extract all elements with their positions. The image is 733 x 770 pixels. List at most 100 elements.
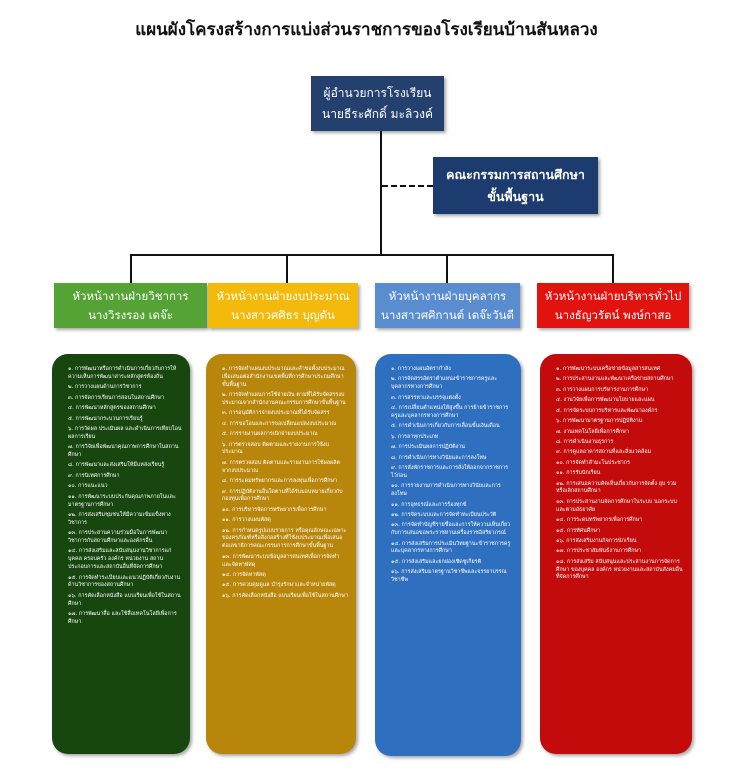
- task-item: ๑๐. การรายงานการดำเนินการทางวินัยและการล…: [391, 483, 501, 498]
- task-item: ๑๐. การบริหารจัดการทรัพยากรเพื่อการศึกษา: [222, 506, 327, 513]
- connector-academic-down: [130, 254, 132, 283]
- task-item: ๘. การระดมทรัพยากรและการลงทุนเพื่อการศึก…: [222, 478, 338, 485]
- task-item: ๑๔. การส่งเสริมและสนับสนุนงานวิชาการแก่บ…: [68, 548, 172, 571]
- task-item: ๑๖. การคัดเลือกหนังสือ แบบเรียนเพื่อใช้ใ…: [222, 592, 348, 599]
- connector-personnel-down: [446, 254, 448, 283]
- committee-line2: ขั้นพื้นฐาน: [487, 188, 544, 204]
- task-item: ๓. การอนุมัติการจ่ายงบประมาณที่ได้รับจัด…: [222, 410, 330, 417]
- task-item: ๖. การลาทุกประเภท: [391, 433, 439, 440]
- task-item: ๖. การตรวจสอบ ติดตามและรายงานการใช้งบประ…: [222, 441, 329, 456]
- chart-title: แผนผังโครงสร้างการแบ่งส่วนราชการของโรงเร…: [135, 20, 598, 40]
- task-item: ๑๓. การประสานงานจัดการศึกษาในระบบ นอกระบ…: [556, 498, 677, 513]
- task-item: ๑๑. การพัฒนาระบบประกันคุณภาพภายในและมาตร…: [68, 493, 176, 508]
- connector-committee-dashed: [382, 185, 433, 187]
- task-item: ๑๖. การส่งเสริมงานกิจการนักเรียน: [556, 537, 637, 544]
- task-item: ๓. การสรรหาและบรรจุแต่งตั้ง: [391, 394, 461, 401]
- personnel-task-list: ๑. การวางแผนอัตรากำลัง๒. การจัดสรรอัตราต…: [375, 354, 521, 756]
- task-item: ๘. การพัฒนาและส่งเสริมให้มีแหล่งเรียนรู้: [68, 462, 165, 469]
- connector-general-down: [612, 254, 614, 283]
- personnel-task-items: ๑. การวางแผนอัตรากำลัง๒. การจัดสรรอัตราต…: [391, 366, 513, 588]
- task-item: ๘. การดำเนินการทางวินัยและการลงโทษ: [391, 454, 487, 461]
- task-item: ๓. การวางแผนการบริหารงานการศึกษา: [556, 386, 649, 393]
- task-item: ๔. การพัฒนาหลักสูตรของสถานศึกษา: [68, 405, 156, 412]
- general-task-list: ๑. การพัฒนาระบบเครือข่ายข้อมูลสารสนเทศ๒.…: [540, 354, 692, 754]
- task-item: ๗. การวิจัยเพื่อพัฒนาคุณภาพการศึกษาในสถา…: [68, 444, 179, 459]
- task-item: ๗. การประเมินผลการปฏิบัติงาน: [391, 444, 465, 451]
- task-item: ๑๗. การประชาสัมพันธ์งานการศึกษา: [556, 548, 642, 555]
- task-item: ๗. งานเทคโนโลยีเพื่อการศึกษา: [556, 428, 629, 435]
- budget-task-items: ๑. การจัดทำแผนงบประมาณและคำขอตั้งงบประมา…: [222, 366, 348, 603]
- task-item: ๑. การพัฒนาระบบเครือข่ายข้อมูลสารสนเทศ: [556, 366, 661, 372]
- academic-head-title: หัวหน้างานฝ่ายวิชาการ: [72, 289, 189, 304]
- task-item: ๑๕. การทัศนศึกษา: [556, 527, 601, 534]
- task-item: ๑๗. การพัฒนาสื่อ และใช้สื่อเทคโนโลยีเพื่…: [68, 611, 177, 625]
- task-item: ๒. การประสานงานและพัฒนาเครือข่ายสถานศึกษ…: [556, 376, 674, 383]
- task-item: ๗. การตรวจสอบ ติดตามและรายงานการใช้ผลผลิ…: [222, 459, 340, 474]
- task-item: ๕. การดำเนินการเกี่ยวกับการเลื่อนขั้นเงิ…: [391, 423, 500, 430]
- task-item: ๙. การปฏิบัติงานอื่นใดตามที่ได้รับมอบหมา…: [222, 488, 343, 503]
- task-item: ๑๖. การคัดเลือกหนังสือ แบบเรียนเพื่อใช้ใ…: [68, 592, 181, 607]
- connector-director-down: [380, 131, 382, 255]
- task-item: ๑๓. การประสานความร่วมมือในการพัฒนาวิชากา…: [68, 530, 168, 545]
- task-item: ๑๔. การระดมทรัพยากรเพื่อการศึกษา: [556, 517, 643, 524]
- task-item: ๓. การจัดการเรียนการสอนในสถานศึกษา: [68, 394, 164, 401]
- personnel-head-name: นางสาวศศิกานต์ เดจ๊ะวันดี: [381, 307, 514, 322]
- academic-task-list: ๑. การพัฒนาหรือการดำเนินการเกี่ยวกับการใ…: [52, 354, 190, 754]
- task-item: ๑๐. การแนะแนว: [68, 483, 108, 490]
- task-item: ๑๑. การอุทธรณ์และการร้องทุกข์: [391, 501, 467, 508]
- task-item: ๙. การดูแลอาคารสถานที่และสิ่งแวดล้อม: [556, 449, 652, 456]
- task-item: ๒. การจัดสรรอัตราตำแหน่งข้าราชการครูและบ…: [391, 376, 498, 391]
- task-item: ๙. การนิเทศการศึกษา: [68, 472, 120, 479]
- academic-head-name: นางวิรงรอง เดจ๊ะ: [88, 307, 173, 322]
- committee-box: คณะกรรมการสถานศึกษา ขั้นพื้นฐาน: [433, 157, 598, 214]
- personnel-head-title: หัวหน้างานฝ่ายบุคลากร: [388, 289, 507, 304]
- task-item: ๕. การรายงานผลการเบิกจ่ายงบประมาณ: [222, 431, 318, 438]
- task-item: ๑๒. การเสนอความคิดเห็นเกี่ยวกับการจัดตั้…: [556, 480, 677, 495]
- task-item: ๑. การพัฒนาหรือการดำเนินการเกี่ยวกับการใ…: [68, 366, 177, 380]
- task-item: ๑๐. การจัดทำสำมะโนประชากร: [556, 459, 630, 466]
- budget-head-name: นางสาวศศิธร บุญตัน: [231, 307, 335, 322]
- task-item: ๒. การจัดทำแผนการใช้จ่ายเงิน ตามที่ได้รั…: [222, 392, 346, 406]
- director-box: ผู้อำนวยการโรงเรียน นายธีระศักดิ์ มะลิวง…: [311, 76, 444, 131]
- task-item: ๕. การจัดระบบการบริหารและพัฒนาองค์กร: [556, 407, 658, 414]
- task-item: ๒. การวางแผนด้านการวิชาการ: [68, 384, 142, 391]
- personnel-head-box: หัวหน้างานฝ่ายบุคลากร นางสาวศศิกานต์ เดจ…: [375, 283, 520, 328]
- budget-head-title: หัวหน้างานฝ่ายงบประมาณ: [216, 289, 350, 304]
- task-item: ๑๒. การส่งเสริมชุมชนให้มีความเข้มแข็งทาง…: [68, 511, 171, 526]
- task-item: ๕. การพัฒนากระบวนการเรียนรู้: [68, 415, 143, 422]
- task-item: ๑๓. การพัฒนาระบบข้อมูลสารสนเทศเพื่อการจั…: [222, 553, 340, 568]
- general-head-name: นางธัญวรัตน์ พงษ์กาสอ: [554, 307, 672, 322]
- task-item: ๑๖. การส่งเสริมมาตรฐานวิชาชีพและจรรยาบรร…: [391, 569, 507, 584]
- task-item: ๙. การสั่งพักราชการและการสั่งให้ออกจากรา…: [391, 465, 508, 479]
- director-name: นายธีระศักดิ์ มะลิวงค์: [321, 106, 433, 121]
- task-item: ๑๔. การส่งเสริมการประเมินวิทยฐานะข้าราชก…: [391, 540, 511, 555]
- budget-head-box: หัวหน้างานฝ่ายงบประมาณ นางสาวศศิธร บุญตั…: [208, 283, 358, 328]
- academic-head-box: หัวหน้างานฝ่ายวิชาการ นางวิรงรอง เดจ๊ะ: [54, 283, 207, 328]
- task-item: ๑๔. การจัดหาพัสดุ: [222, 571, 266, 578]
- task-item: ๖. การวัดผล ประเมินผล และดำเนินการเทียบโ…: [68, 425, 182, 440]
- budget-task-list: ๑. การจัดทำแผนงบประมาณและคำขอตั้งงบประมา…: [206, 354, 356, 754]
- academic-task-items: ๑. การพัฒนาหรือการดำเนินการเกี่ยวกับการใ…: [68, 366, 182, 629]
- task-item: ๔. งานวิจัยเพื่อการพัฒนานโยบายและแผน: [556, 397, 655, 404]
- task-item: ๑๕. การส่งเสริมและยกย่องเชิดชูเกียรติ: [391, 558, 482, 565]
- general-task-items: ๑. การพัฒนาระบบเครือข่ายข้อมูลสารสนเทศ๒.…: [556, 366, 684, 585]
- task-item: ๔. การขอโอนและการขอเปลี่ยนแปลงงบประมาณ: [222, 420, 337, 427]
- director-position: ผู้อำนวยการโรงเรียน: [323, 86, 432, 101]
- task-item: ๔. การเปลี่ยนตำแหน่งให้สูงขึ้น การย้ายข้…: [391, 405, 509, 419]
- committee-line1: คณะกรรมการสถานศึกษา: [446, 167, 585, 183]
- task-item: ๖. การพัฒนามาตรฐานการปฏิบัติงาน: [556, 418, 643, 425]
- task-item: ๑๒. การกำหนดรูปแบบรายการ หรือคุณลักษณะเฉ…: [222, 527, 347, 550]
- task-item: ๘. การดำเนินงานธุรการ: [556, 438, 614, 445]
- task-item: ๑๑. การวางแผนพัสดุ: [222, 517, 271, 524]
- connector-budget-down: [286, 254, 288, 283]
- task-item: ๑๒. การจัดระบบและการจัดทำทะเบียนประวัติ: [391, 511, 497, 518]
- task-item: ๑๘. การส่งเสริม สนับสนุนและประสานงานการจ…: [556, 558, 683, 581]
- task-item: ๑๑. การรับนักเรียน: [556, 470, 601, 477]
- connector-horizontal-bus: [130, 254, 614, 256]
- task-item: ๑. การจัดทำแผนงบประมาณและคำขอตั้งงบประมา…: [222, 366, 345, 388]
- general-head-box: หัวหน้างานฝ่ายบริหารทั่วไป นางธัญวรัตน์ …: [537, 283, 689, 328]
- task-item: ๑๓. การจัดทำบัญชีรายชื่อและการให้ความเห็…: [391, 522, 511, 537]
- general-head-title: หัวหน้างานฝ่ายบริหารทั่วไป: [544, 289, 682, 304]
- task-item: ๑. การวางแผนอัตรากำลัง: [391, 366, 451, 372]
- task-item: ๑๕. การจัดทำระเบียบและแนวปฏิบัติเกี่ยวกั…: [68, 574, 181, 589]
